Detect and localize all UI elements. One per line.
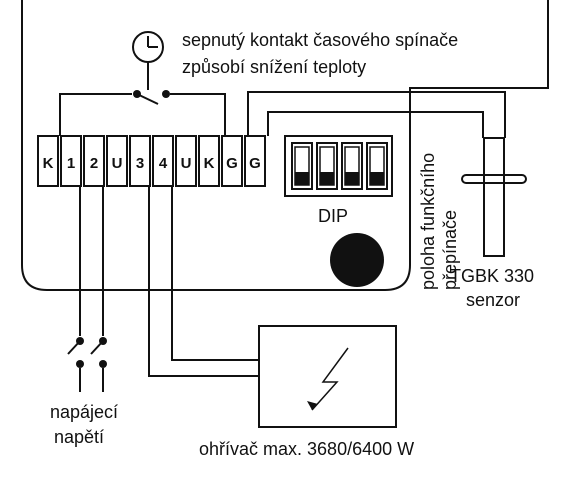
selector-label-line-2: přepínače	[440, 210, 460, 290]
terminal-label: 2	[90, 155, 98, 172]
controller-housing	[21, 0, 549, 291]
timer-contact	[59, 90, 226, 136]
selector-label-line-1: poloha funkčního	[418, 153, 438, 290]
selector-knob	[330, 233, 384, 287]
supply-label-line-2: napětí	[54, 427, 104, 447]
supply-wires	[67, 186, 107, 392]
terminal-label: K	[43, 155, 54, 172]
terminal-8: G	[221, 135, 243, 187]
terminal-label: 3	[136, 155, 144, 172]
heater-wire-3	[148, 186, 259, 377]
dip-label: DIP	[318, 206, 348, 226]
terminal-0: K	[37, 135, 59, 187]
terminal-1: 1	[60, 135, 82, 187]
terminal-label: K	[204, 155, 215, 172]
terminal-3: U	[106, 135, 128, 187]
terminal-2: 2	[83, 135, 105, 187]
terminal-label: G	[226, 155, 238, 172]
sensor-label-line-1: TGBK 330	[450, 266, 534, 286]
terminal-label: 1	[67, 155, 75, 172]
terminal-label: U	[112, 155, 123, 172]
dip-switch-1	[291, 142, 313, 190]
sensor-wire-outer	[247, 91, 506, 138]
lightning-icon	[307, 347, 349, 411]
terminal-label: 4	[159, 155, 168, 172]
terminal-label: G	[249, 155, 261, 172]
heater-label: ohřívač max. 3680/6400 W	[199, 439, 414, 459]
dip-switch-3	[341, 142, 363, 190]
dip-switch-2	[316, 142, 338, 190]
sensor-probe	[461, 137, 527, 257]
terminal-6: U	[175, 135, 197, 187]
heater-box	[258, 325, 397, 428]
terminal-label: U	[181, 155, 192, 172]
sensor-label-line-2: senzor	[466, 290, 520, 310]
switch-contact-icon	[136, 93, 159, 105]
terminal-5: 4	[152, 135, 174, 187]
terminal-9: G	[244, 135, 266, 187]
sensor-wire-inner	[267, 111, 484, 138]
dip-switch-block	[284, 135, 393, 197]
caption-line-1: sepnutý kontakt časového spínače	[182, 30, 458, 50]
terminal-7: K	[198, 135, 220, 187]
terminal-4: 3	[129, 135, 151, 187]
clock-icon	[132, 31, 164, 90]
caption-line-2: způsobí snížení teploty	[182, 57, 366, 77]
dip-switch-4	[366, 142, 388, 190]
supply-label-line-1: napájecí	[50, 402, 118, 422]
heater-wire-4	[171, 186, 259, 361]
